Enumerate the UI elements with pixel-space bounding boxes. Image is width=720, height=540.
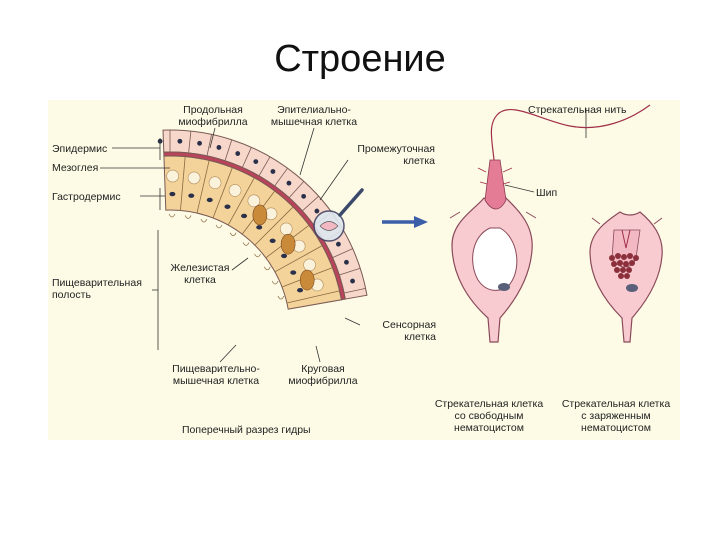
epidermis-cell-wall	[206, 134, 212, 156]
flagellum	[263, 266, 271, 271]
cell-vacuole	[187, 171, 201, 185]
figure-panel	[48, 100, 680, 440]
label-cross-section: Поперечный разрез гидры	[182, 424, 311, 436]
gastro-cell-wall	[254, 206, 294, 246]
label-epithelial-muscle-cell: Эпителиально-мышечная клетка	[270, 104, 358, 128]
cell-nucleus	[286, 180, 292, 186]
leader-digestive	[219, 344, 237, 363]
cell-nucleus	[169, 191, 176, 197]
gastrodermis-layer	[163, 155, 342, 310]
cell-nucleus	[336, 241, 341, 247]
epidermis-cell-wall	[288, 181, 305, 198]
cell-nucleus	[290, 270, 297, 275]
flagellum	[254, 253, 261, 258]
leader-epithelial	[299, 127, 315, 176]
leader-intermediate	[319, 159, 349, 201]
gastro-cell-wall	[286, 290, 340, 304]
flagellum	[271, 280, 279, 285]
cell-nucleus	[253, 159, 259, 164]
magnifier-icon	[313, 188, 364, 242]
label-leader-lines	[100, 108, 587, 363]
glandular-cell	[252, 204, 268, 226]
epidermis-cell-wall	[242, 147, 252, 168]
leader-longitudinal	[209, 127, 216, 149]
cell-nucleus	[281, 253, 288, 259]
flagellum	[229, 232, 237, 237]
cell-nucleus	[350, 278, 355, 284]
gastro-cell-wall	[196, 160, 210, 214]
label-gastrodermis: Гастродермис	[52, 191, 121, 203]
flagellum	[168, 213, 176, 218]
cell-nucleus	[206, 197, 213, 203]
leader-sensory	[344, 317, 361, 326]
cell-nucleus	[177, 138, 183, 144]
cell-nucleus	[314, 208, 320, 214]
cell-nucleus	[344, 259, 349, 265]
gastro-cell-wall	[212, 167, 233, 219]
cnidocyte-free-drawing	[449, 104, 651, 343]
cell-nucleus	[297, 288, 304, 293]
cell-nucleus	[256, 225, 263, 230]
label-spine: Шип	[536, 187, 558, 199]
label-stinging-thread: Стрекательная нить	[528, 104, 627, 116]
gastro-cell-wall	[180, 156, 186, 211]
cell-nucleus	[269, 238, 276, 243]
flagellum	[184, 215, 192, 219]
cell-nucleus	[188, 193, 195, 198]
flagellum	[242, 242, 250, 246]
leader-spine	[504, 184, 535, 193]
cell-vacuole	[279, 222, 293, 236]
glandular-cell	[299, 269, 315, 291]
cell-nucleus	[241, 213, 248, 219]
cell-vacuole	[166, 169, 179, 183]
gastro-cell-wall	[227, 177, 255, 226]
cell-nucleus	[270, 169, 276, 174]
leader-circular	[315, 345, 321, 363]
cell-nucleus	[301, 193, 307, 199]
cell-nucleus	[235, 151, 241, 156]
transition-arrow-icon	[382, 216, 428, 228]
label-epidermis: Эпидермис	[52, 143, 108, 155]
label-digestive-muscle-cell: Пищеварительно-мышечная клетка	[172, 363, 260, 387]
flagellum	[215, 224, 223, 229]
cnidocyte-charged-drawing	[589, 211, 663, 343]
flagellum	[200, 218, 208, 223]
cell-vacuole	[208, 176, 222, 190]
cell-nucleus	[224, 204, 231, 209]
cell-vacuole	[303, 258, 316, 272]
epidermis-cell-wall	[344, 288, 366, 294]
label-mesoglea: Мезоглея	[52, 162, 99, 174]
epidermis-cell-wall	[224, 139, 233, 161]
epidermis-cell-wall	[339, 267, 361, 276]
slide-title: Строение	[274, 38, 446, 80]
epidermis-cell-wall	[258, 156, 271, 177]
leader-glandular	[231, 257, 249, 271]
epidermis-cell-wall	[332, 248, 353, 258]
cell-nucleus	[216, 145, 222, 150]
cell-nucleus	[197, 140, 202, 146]
epidermis-cell-wall	[188, 131, 192, 154]
epidermis-cell-wall	[274, 167, 288, 187]
cell-vacuole	[228, 184, 242, 197]
glandular-cell	[280, 233, 296, 255]
cell-vacuole	[247, 194, 261, 208]
gastro-cell-wall	[274, 245, 323, 273]
epidermis-cell-wall	[302, 195, 319, 212]
flagellum	[277, 295, 285, 300]
